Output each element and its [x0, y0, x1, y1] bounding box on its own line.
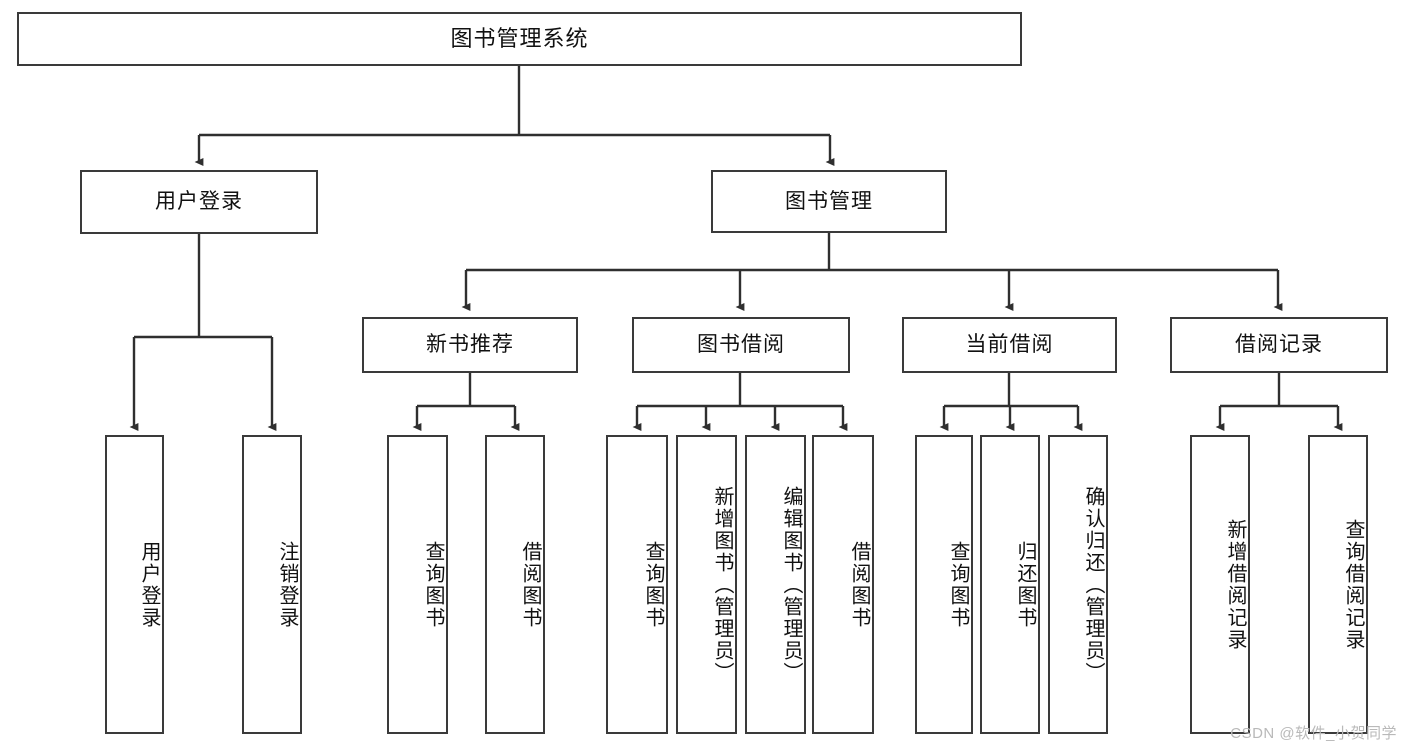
node-user-login[interactable]: 用户登录 [80, 170, 318, 234]
leaf-record-add-borrow-record[interactable]: 新增借阅记录 [1190, 435, 1250, 734]
node-label: 查询借阅记录 [1342, 518, 1364, 651]
node-label: 编辑图书（管理员） [780, 485, 802, 684]
node-label: 确认归还（管理员） [1082, 485, 1104, 684]
watermark: CSDN @软件_小贺同学 [1230, 725, 1397, 742]
node-label: 当前借阅 [965, 333, 1054, 357]
node-label: 图书管理 [785, 189, 873, 213]
node-label: 查询图书 [642, 540, 664, 629]
node-label: 新书推荐 [426, 333, 514, 357]
node-borrow-record[interactable]: 借阅记录 [1170, 317, 1388, 373]
node-book-borrow[interactable]: 图书借阅 [632, 317, 850, 373]
node-new-book-recommend[interactable]: 新书推荐 [362, 317, 578, 373]
node-book-management[interactable]: 图书管理 [711, 170, 947, 233]
node-label: 用户登录 [138, 540, 160, 629]
leaf-recommend-query-book[interactable]: 查询图书 [387, 435, 448, 734]
node-label: 注销登录 [276, 540, 298, 629]
leaf-current-query-book[interactable]: 查询图书 [915, 435, 973, 734]
node-label: 新增图书（管理员） [711, 485, 733, 684]
node-label: 借阅图书 [848, 540, 870, 629]
node-label: 查询图书 [947, 540, 969, 629]
leaf-logout[interactable]: 注销登录 [242, 435, 302, 734]
node-label: 图书管理系统 [450, 25, 589, 51]
leaf-current-return-book[interactable]: 归还图书 [980, 435, 1040, 734]
leaf-current-confirm-return-admin[interactable]: 确认归还（管理员） [1048, 435, 1108, 734]
node-label: 查询图书 [422, 540, 444, 629]
node-label: 归还图书 [1014, 540, 1036, 629]
leaf-record-query-borrow-record[interactable]: 查询借阅记录 [1308, 435, 1368, 734]
node-label: 借阅图书 [519, 540, 541, 629]
node-current-borrow[interactable]: 当前借阅 [902, 317, 1117, 373]
node-label: 图书借阅 [697, 333, 785, 357]
leaf-borrow-edit-book-admin[interactable]: 编辑图书（管理员） [745, 435, 806, 734]
node-label: 新增借阅记录 [1224, 518, 1246, 651]
leaf-borrow-add-book-admin[interactable]: 新增图书（管理员） [676, 435, 737, 734]
node-root-system[interactable]: 图书管理系统 [17, 12, 1022, 66]
node-label: 借阅记录 [1235, 333, 1323, 357]
leaf-borrow-borrow-book[interactable]: 借阅图书 [812, 435, 874, 734]
leaf-user-login[interactable]: 用户登录 [105, 435, 164, 734]
leaf-borrow-query-book[interactable]: 查询图书 [606, 435, 668, 734]
leaf-recommend-borrow-book[interactable]: 借阅图书 [485, 435, 545, 734]
node-label: 用户登录 [155, 190, 243, 214]
